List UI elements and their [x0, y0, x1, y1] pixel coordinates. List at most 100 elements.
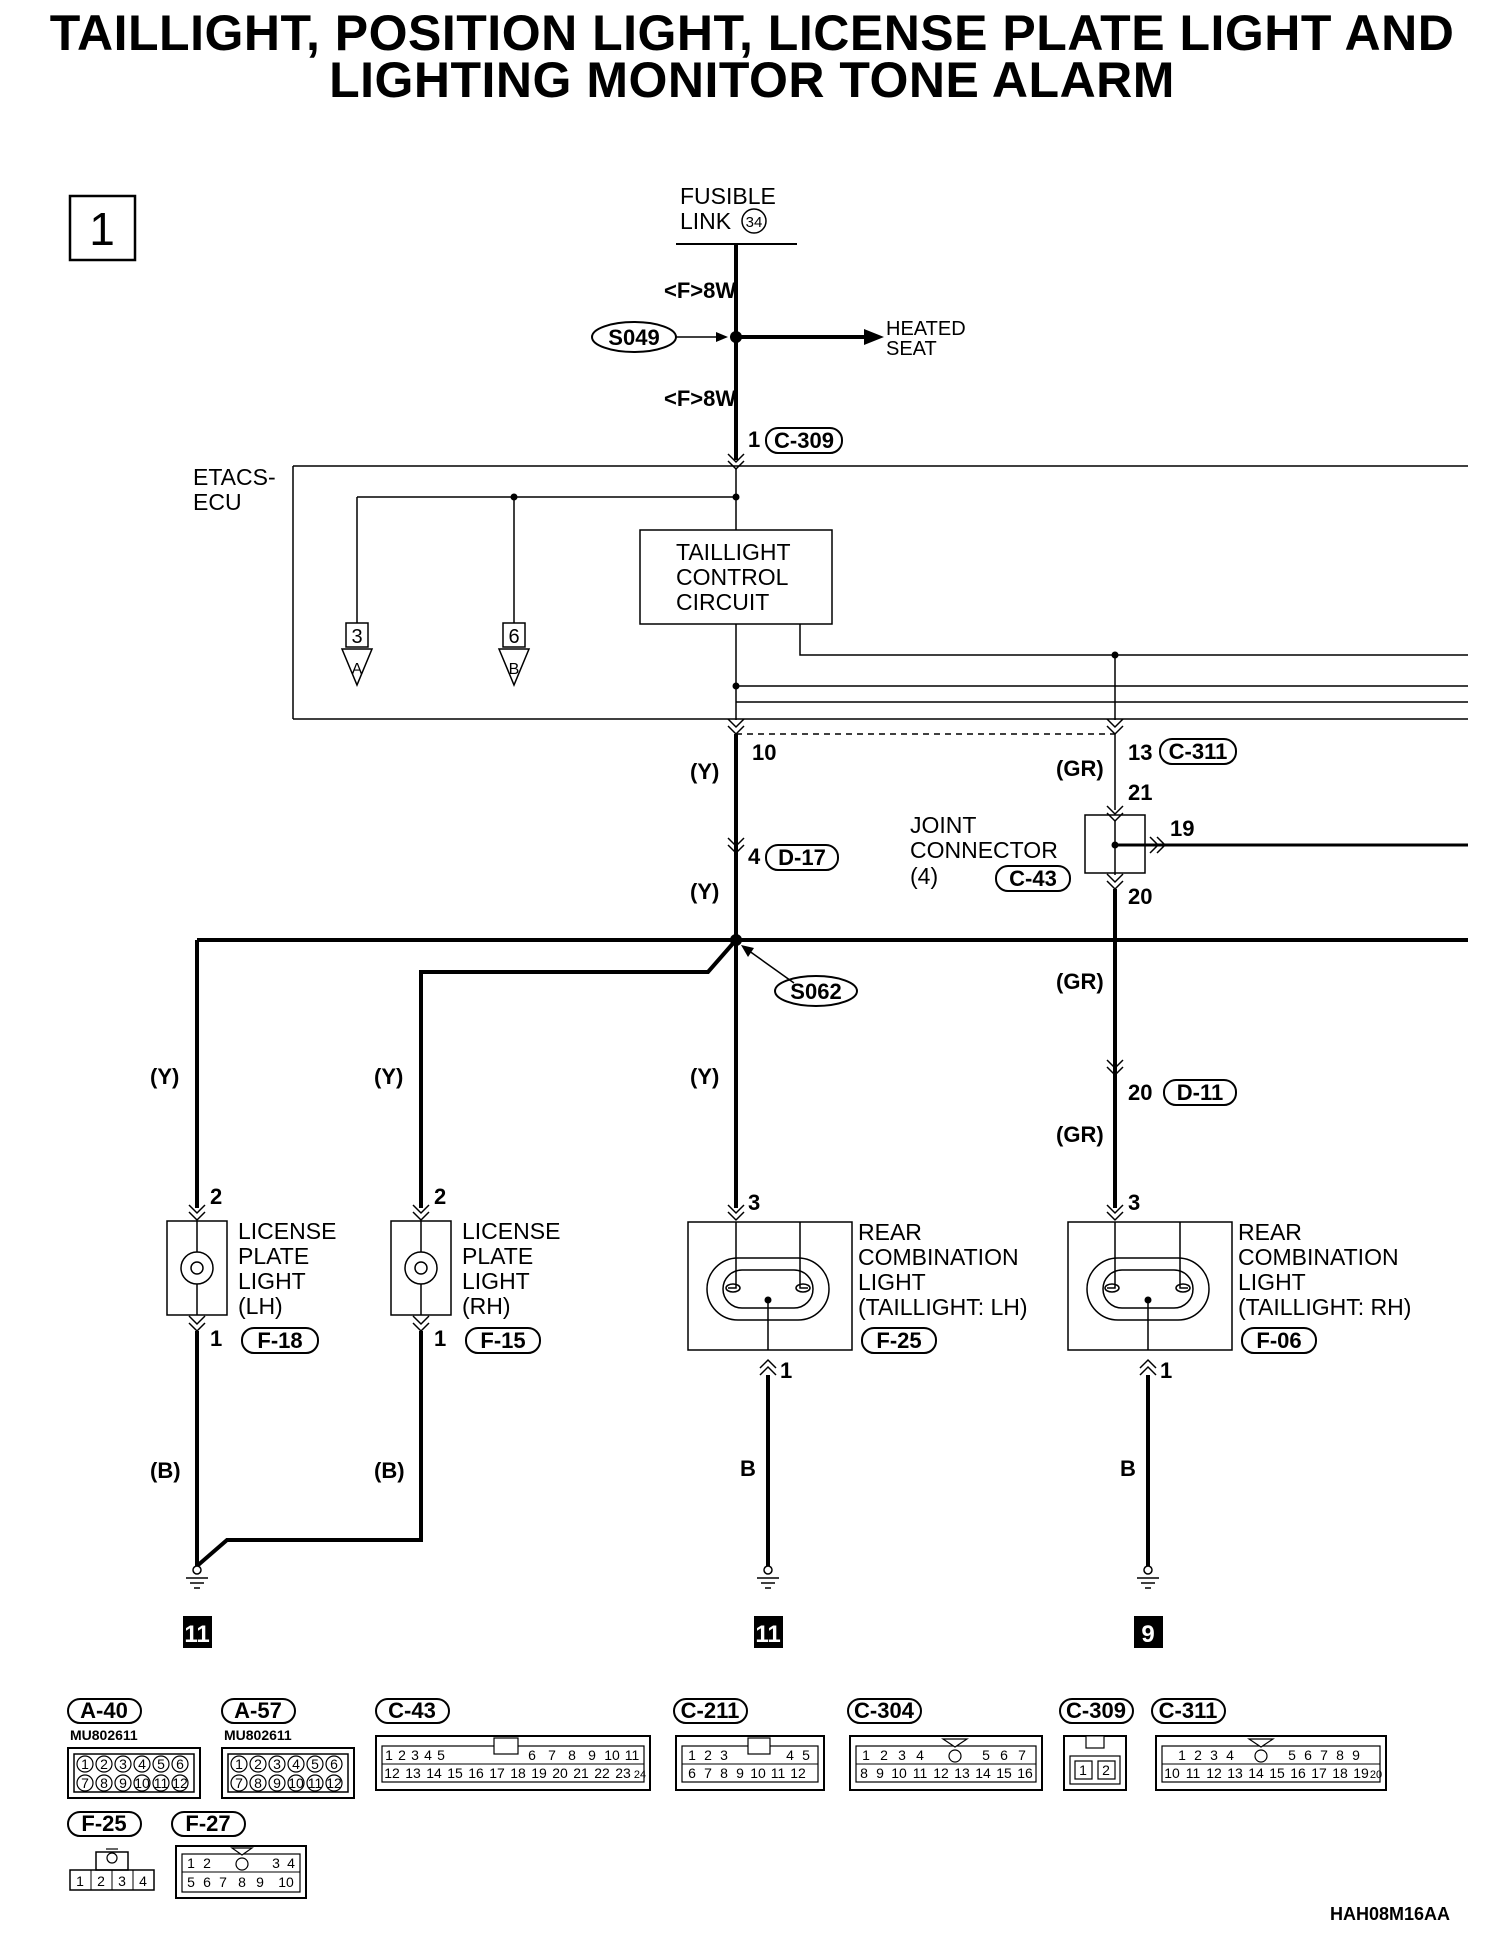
svg-text:17: 17 [489, 1765, 505, 1781]
rcl-lh-filament-a [728, 1222, 737, 1289]
c309-pin-mark [727, 453, 745, 464]
svg-text:16: 16 [1290, 1765, 1306, 1781]
rcl-rh-filament-end2 [1175, 1283, 1191, 1293]
a57-code: A-57 [234, 1698, 282, 1723]
rcl-rh-bottom-mark2 [1139, 1365, 1157, 1376]
jc-in-pin: 21 [1128, 780, 1152, 805]
svg-text:12: 12 [172, 1775, 188, 1791]
svg-text:14: 14 [426, 1765, 442, 1781]
f25-code: F-25 [876, 1328, 921, 1353]
d17-mark [727, 837, 745, 848]
svg-text:6: 6 [688, 1765, 696, 1781]
rcl-lh-label4: (TAILLIGHT: LH) [858, 1294, 1028, 1320]
svg-text:16: 16 [1017, 1765, 1033, 1781]
c211-code: C-211 [681, 1698, 740, 1723]
svg-text:19: 19 [1353, 1765, 1369, 1781]
rcl-rh-filament-end [1104, 1283, 1120, 1293]
c311-right-mark [1106, 718, 1124, 729]
f27-code-box [171, 1811, 246, 1837]
svg-text:3: 3 [898, 1747, 906, 1763]
svg-text:5: 5 [311, 1756, 319, 1772]
svg-text:4: 4 [138, 1756, 146, 1772]
c309-code: C-309 [774, 428, 834, 453]
svg-text:14: 14 [975, 1765, 991, 1781]
svg-text:6: 6 [330, 1756, 338, 1772]
svg-text:11: 11 [154, 1775, 169, 1791]
rear-combination-light-rh [1067, 1221, 1233, 1351]
rcl-rh-filament-a [1107, 1222, 1116, 1289]
svg-text:15: 15 [1269, 1765, 1285, 1781]
svg-text:3: 3 [273, 1756, 281, 1772]
jc-out-right-mark [1149, 836, 1160, 854]
c311-left-pin: 10 [752, 740, 776, 765]
svg-text:7: 7 [1018, 1747, 1026, 1763]
svg-text:2: 2 [1102, 1762, 1110, 1778]
rcl-lh-label: REAR [858, 1219, 922, 1245]
svg-text:9: 9 [876, 1765, 884, 1781]
rcl-rh-label4: (TAILLIGHT: RH) [1238, 1294, 1411, 1320]
rcl-rh-top-mark [1106, 1204, 1124, 1215]
diagram-title: TAILLIGHT, POSITION LIGHT, LICENSE PLATE… [0, 8, 1504, 105]
svg-text:15: 15 [447, 1765, 463, 1781]
svg-text:1: 1 [688, 1747, 696, 1763]
svg-text:3: 3 [118, 1873, 126, 1889]
wire-y-label2: (Y) [690, 879, 719, 904]
page-marker: 1 [89, 203, 115, 255]
ground-ref-2: 11 [755, 1621, 780, 1648]
svg-text:1: 1 [1178, 1747, 1186, 1763]
jc-in-mark [1106, 805, 1124, 816]
etacs-label2: ECU [193, 489, 242, 515]
svg-text:3: 3 [272, 1855, 280, 1871]
svg-text:8: 8 [100, 1775, 108, 1791]
svg-text:9: 9 [588, 1747, 596, 1763]
rcl-lh-filament-b [799, 1222, 808, 1289]
svg-text:8: 8 [1336, 1747, 1344, 1763]
rcl-rh-bottom-mark [1139, 1358, 1157, 1369]
svg-text:10: 10 [891, 1765, 907, 1781]
f18-code-box [241, 1327, 319, 1354]
svg-text:5: 5 [802, 1747, 810, 1763]
svg-text:13: 13 [1227, 1765, 1243, 1781]
ref-b-triangle [497, 648, 531, 687]
fusible-link-label: FUSIBLE [680, 183, 776, 209]
svg-text:4: 4 [424, 1747, 432, 1763]
c309-code-box [765, 427, 843, 454]
rcl-lh-top-pin: 3 [748, 1190, 760, 1215]
svg-text:8: 8 [720, 1765, 728, 1781]
svg-text:8: 8 [254, 1775, 262, 1791]
wire-y-to-lp-rh [419, 938, 738, 1208]
svg-text:22: 22 [594, 1765, 610, 1781]
lp-rh-label: LICENSE [462, 1218, 560, 1244]
etacs-bus-dot [732, 493, 740, 501]
ground-ref-3: 9 [1141, 1621, 1154, 1648]
c311-view-code: C-311 [1159, 1698, 1218, 1723]
splice-s062-leader [744, 947, 795, 984]
f15-code-box [465, 1327, 541, 1354]
svg-text:3: 3 [411, 1747, 419, 1763]
svg-text:11: 11 [1186, 1765, 1201, 1781]
d17-code-box [765, 844, 839, 871]
c43-code-box [995, 865, 1071, 892]
svg-text:1: 1 [187, 1855, 195, 1871]
wire-b-label-rh: (B) [374, 1458, 405, 1483]
svg-text:1: 1 [385, 1747, 393, 1763]
splice-s049: S049 [608, 325, 659, 350]
rcl-lh-top-mark2 [727, 1211, 745, 1222]
c43-view-code-box [375, 1698, 450, 1724]
svg-text:9: 9 [256, 1874, 264, 1890]
svg-text:10: 10 [134, 1775, 150, 1791]
heated-seat-label2: SEAT [886, 338, 937, 360]
svg-text:23: 23 [615, 1765, 631, 1781]
ref-b-box [502, 622, 526, 648]
footer-code: HAH08M16AA [1330, 1904, 1450, 1924]
svg-text:2: 2 [100, 1756, 108, 1772]
ground-ref-box-3 [1134, 1616, 1163, 1648]
fusible-link-label2: LINK [680, 208, 732, 234]
etacs-output-right [799, 624, 1468, 656]
lp-rh-label3: LIGHT [462, 1268, 530, 1294]
joint-connector-label2: CONNECTOR [910, 837, 1058, 863]
svg-text:2: 2 [880, 1747, 888, 1763]
svg-text:7: 7 [704, 1765, 712, 1781]
